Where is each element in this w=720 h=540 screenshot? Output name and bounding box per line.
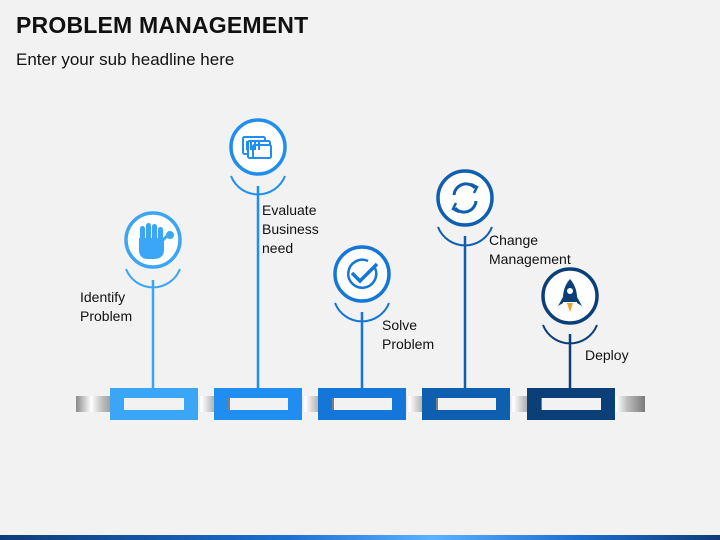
step-identify-problem <box>110 211 198 420</box>
chain-connector <box>76 396 120 412</box>
step-label-solve-problem: Solve Problem <box>382 317 435 352</box>
footer-accent-bar <box>0 535 720 540</box>
step-deploy <box>527 267 615 420</box>
icon-arc <box>334 302 390 323</box>
page-title: PROBLEM MANAGEMENT <box>16 12 309 38</box>
step-label-deploy: Deploy <box>585 347 629 363</box>
icon-ring <box>436 169 494 227</box>
icon-ring <box>333 245 391 303</box>
page-subtitle: Enter your sub headline here <box>16 50 235 69</box>
documents-icon <box>242 136 272 159</box>
step-label-change-management: Change Management <box>489 232 571 267</box>
chain-link <box>422 388 510 420</box>
refresh-cycle-icon <box>451 182 479 214</box>
chain-connectors <box>76 396 645 412</box>
chain-link <box>214 388 302 420</box>
step-label-evaluate-business-need: Evaluate Business need <box>262 202 319 256</box>
step-solve-problem <box>318 245 406 420</box>
step-change-management <box>422 169 510 420</box>
step-label-identify-problem: Identify Problem <box>80 289 133 324</box>
icon-arc <box>542 324 598 345</box>
step-evaluate-business-need <box>214 118 302 420</box>
checkmark-badge-icon <box>346 258 379 290</box>
icon-arc <box>125 268 181 289</box>
rocket-icon <box>558 279 582 312</box>
icon-arc <box>437 226 493 247</box>
chain-link <box>527 388 615 420</box>
chain-link <box>318 388 406 420</box>
hand-stop-icon <box>139 223 174 259</box>
chain-link <box>110 388 198 420</box>
icon-arc <box>230 175 286 196</box>
